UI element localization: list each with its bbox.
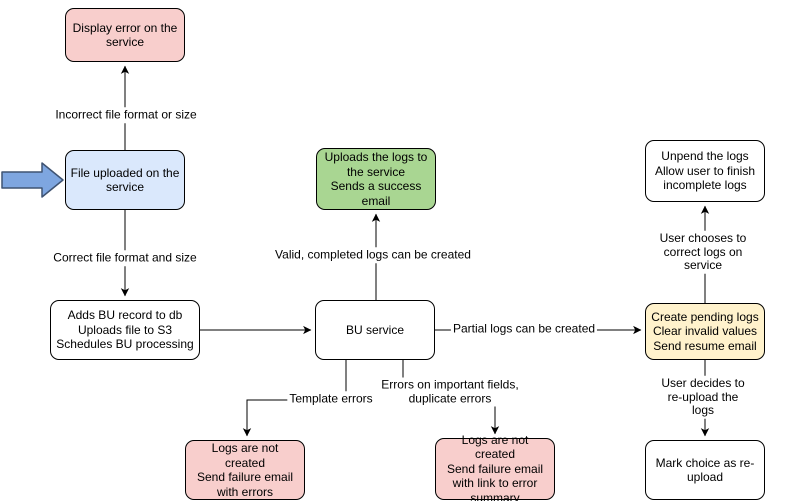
node-uploads-logs-success: Uploads the logs to the service Sends a … [316,148,436,210]
edge-label-template-errors: Template errors [287,391,375,407]
edge-label-correct-format: Correct file format and size [51,250,199,266]
node-adds-bu-record: Adds BU record to db Uploads file to S3 … [50,300,200,360]
node-bu-service: BU service [315,300,435,360]
edge-label-user-corrects: User chooses to correct logs on service [654,230,752,274]
node-display-error: Display error on the service [65,8,185,62]
node-logs-not-created-errors: Logs are not created Send failure email … [185,440,305,500]
edge-label-partial-logs: Partial logs can be created [450,321,598,337]
edge-label-important-errors: Errors on important fields, duplicate er… [379,377,521,407]
node-file-uploaded: File uploaded on the service [65,150,185,210]
entry-arrow-icon [1,162,64,198]
edge-label-incorrect-format: Incorrect file format or size [53,107,199,123]
edge-label-user-reuploads: User decides to re-upload the logs [654,375,752,419]
node-unpend-logs: Unpend the logs Allow user to finish inc… [645,140,765,202]
node-create-pending-logs: Create pending logs Clear invalid values… [645,303,765,360]
edge-label-valid-logs: Valid, completed logs can be created [273,247,473,263]
node-logs-not-created-summary: Logs are not created Send failure email … [435,433,555,501]
node-mark-reupload: Mark choice as re- upload [645,440,765,500]
